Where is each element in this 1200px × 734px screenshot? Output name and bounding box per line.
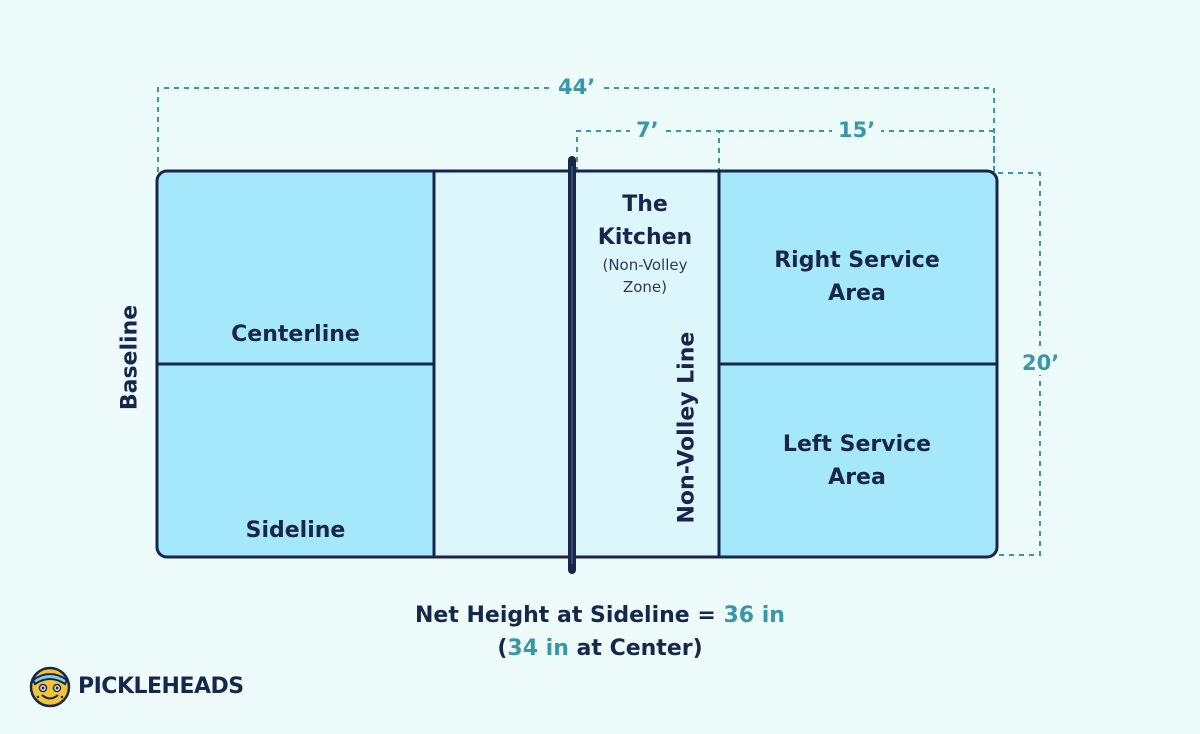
net-height-sideline-text: Net Height at Sideline = — [415, 603, 724, 628]
net-height-center-value: 34 in — [507, 636, 569, 661]
service-depth-label: 15’ — [832, 118, 882, 142]
net-height-caption-line2: (34 in at Center) — [0, 632, 1200, 665]
left-kitchen-zone — [434, 171, 571, 557]
sideline-label: Sideline — [245, 518, 346, 543]
service-depth-dimension-line — [719, 130, 995, 172]
court-lines — [155, 169, 999, 559]
overall-length-label: 44’ — [552, 75, 602, 99]
left-service-area-label: Left Service Area — [782, 432, 932, 490]
centerline-label: Centerline — [231, 322, 360, 347]
non-volley-line-label: Non-Volley Line — [674, 331, 700, 524]
right-service-area-label: Right Service Area — [774, 248, 940, 306]
net-height-sideline-value: 36 in — [723, 603, 785, 628]
kitchen-title: The Kitchen — [597, 192, 693, 250]
court-width-label: 20’ — [1016, 351, 1066, 375]
brand-name: PICKLEHEADS — [78, 673, 244, 699]
kitchen-depth-label: 7’ — [630, 118, 665, 142]
net-height-caption-line1: Net Height at Sideline = 36 in — [0, 599, 1200, 632]
baseline-label: Baseline — [117, 304, 143, 411]
right-kitchen-zone — [575, 171, 719, 557]
net-height-center-open: ( — [497, 636, 508, 661]
kitchen-subtitle: (Non-Volley Zone) — [602, 256, 688, 296]
pickleheads-logo: PICKLEHEADS — [28, 664, 244, 708]
net-height-center-text: at Center) — [568, 636, 703, 661]
pickleball-mascot-icon — [29, 666, 71, 708]
